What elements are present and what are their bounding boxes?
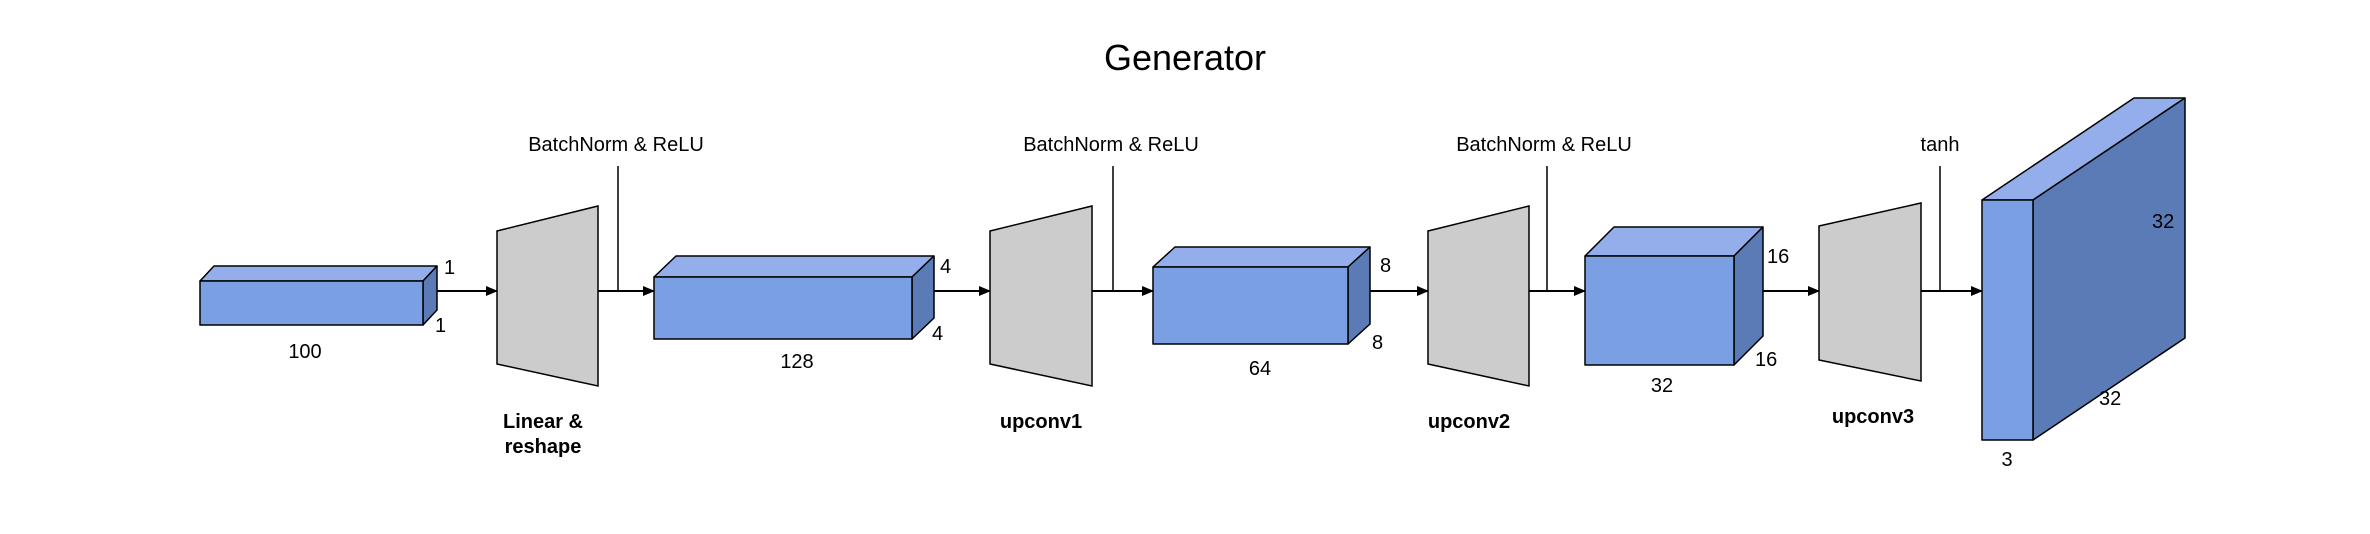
tensor-32-depth-label: 16 (1755, 349, 1777, 371)
tensor-output-width-label: 3 (2001, 449, 2012, 471)
tensor-64: 64 8 8 (1152, 246, 1391, 380)
layer-linear-reshape: Linear & reshape (496, 205, 599, 458)
layer-upconv1: upconv1 (989, 205, 1093, 433)
activation-2-label: BatchNorm & ReLU (1023, 134, 1199, 156)
tensor-output-depth-label: 32 (2099, 388, 2121, 410)
activation-1-label: BatchNorm & ReLU (528, 134, 704, 156)
tensor-output-front-face (1981, 199, 2034, 441)
diagram-title: Generator (1104, 37, 1266, 78)
tensor-128-width-label: 128 (780, 351, 813, 373)
tensor-128-height-label: 4 (940, 256, 951, 278)
layer-linear-reshape-name-line1: Linear & (503, 411, 583, 433)
tensor-32-top-face (1584, 226, 1764, 257)
layer-upconv3-shape (1818, 202, 1922, 382)
tensor-64-top-face (1152, 246, 1371, 268)
tensor-128-front-face (653, 276, 913, 340)
tensor-output-height-label: 32 (2152, 211, 2174, 233)
layer-upconv2-shape (1427, 205, 1530, 387)
layer-upconv3-name: upconv3 (1832, 406, 1914, 428)
tensor-32: 32 16 16 (1584, 226, 1789, 397)
layer-linear-reshape-name-line2: reshape (505, 436, 582, 458)
tensor-64-depth-label: 8 (1372, 332, 1383, 354)
layer-linear-reshape-shape (496, 205, 599, 387)
layer-upconv2-name: upconv2 (1428, 411, 1510, 433)
activation-4-label: tanh (1921, 134, 1960, 156)
tensor-input: 100 1 1 (199, 257, 455, 363)
tensor-64-height-label: 8 (1380, 255, 1391, 277)
tensor-128: 128 4 4 (653, 255, 951, 373)
tensor-output: 3 32 32 (1981, 97, 2186, 471)
layer-upconv1-name: upconv1 (1000, 411, 1082, 433)
tensor-input-top-face (199, 265, 438, 282)
tensor-input-front-face (199, 280, 424, 326)
activation-callouts: BatchNorm & ReLU BatchNorm & ReLU BatchN… (528, 134, 1959, 291)
tensor-128-depth-label: 4 (932, 323, 943, 345)
tensor-128-top-face (653, 255, 935, 278)
tensor-32-width-label: 32 (1651, 375, 1673, 397)
tensor-64-width-label: 64 (1249, 358, 1271, 380)
tensor-32-front-face (1584, 255, 1735, 366)
layer-upconv3: upconv3 (1818, 202, 1922, 428)
tensor-input-width-label: 100 (288, 341, 321, 363)
tensor-input-depth-label: 1 (435, 315, 446, 337)
tensor-64-front-face (1152, 266, 1349, 345)
tensor-32-height-label: 16 (1767, 246, 1789, 268)
layer-upconv2: upconv2 (1427, 205, 1530, 433)
layer-upconv1-shape (989, 205, 1093, 387)
activation-3-label: BatchNorm & ReLU (1456, 134, 1632, 156)
tensor-input-height-label: 1 (444, 257, 455, 279)
